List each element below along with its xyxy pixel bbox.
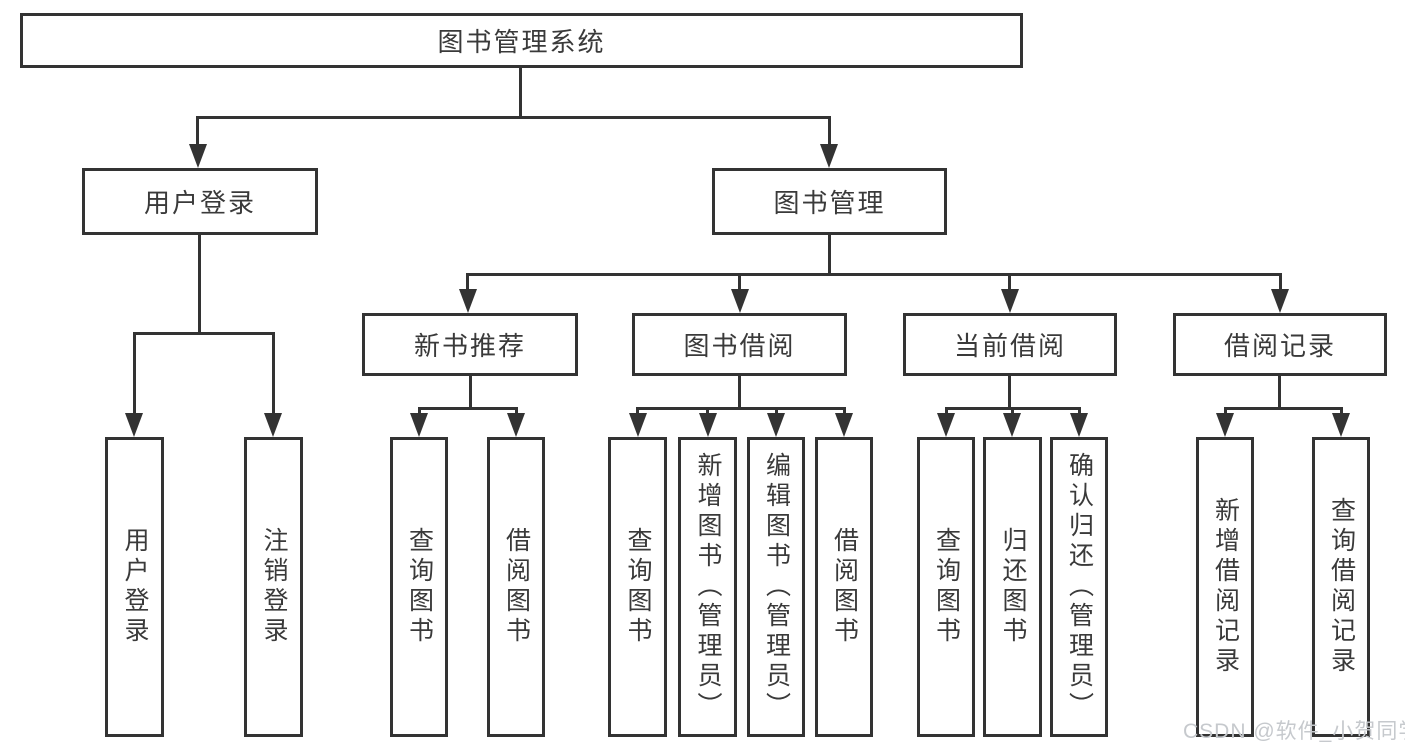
node-br-add-record: 新增借阅记录 (1196, 437, 1254, 737)
node-bb-add-books-admin: 新增图书（管理员） (678, 437, 737, 737)
edge-root-stem (519, 68, 522, 119)
node-label: 新增借阅记录 (1211, 497, 1240, 677)
edge-borrow-records-rail (1224, 407, 1343, 410)
node-label: 查询图书 (932, 527, 961, 647)
arrow-to-user-login-leaf (125, 413, 143, 437)
node-label: 新增图书（管理员） (694, 452, 722, 722)
node-label: 归还图书 (999, 527, 1027, 647)
arrow-br-leaf2 (1332, 413, 1350, 437)
node-nbr-query-books: 查询图书 (390, 437, 448, 737)
node-root: 图书管理系统 (20, 13, 1023, 68)
node-user-login-leaf: 用户登录 (105, 437, 164, 737)
edge-borrow-records-stem (1278, 376, 1281, 410)
arrow-to-logout-leaf (264, 413, 282, 437)
node-label: 借阅图书 (502, 527, 531, 647)
arrow-cb-leaf3 (1070, 413, 1088, 437)
edge-root-rail (196, 116, 830, 119)
edge-book-borrow-rail (636, 407, 846, 410)
node-bb-borrow-books: 借阅图书 (815, 437, 873, 737)
edge-new-book-rec-rail (418, 407, 518, 410)
node-br-query-record: 查询借阅记录 (1312, 437, 1370, 737)
arrow-to-borrow-records (1271, 289, 1289, 313)
edge-to-borrow-records (1279, 273, 1282, 296)
edge-current-borrow-stem (1008, 376, 1011, 410)
arrow-bb-leaf4 (835, 413, 853, 437)
arrow-to-current-borrow (1001, 289, 1019, 313)
arrow-nbr-leaf1 (410, 413, 428, 437)
arrow-to-book-mgmt (820, 144, 838, 168)
node-nbr-borrow-books: 借阅图书 (487, 437, 545, 737)
edge-to-logout-leaf (272, 332, 275, 417)
node-label: 查询图书 (624, 527, 652, 647)
edge-to-book-borrow (738, 273, 741, 296)
edge-book-mgmt-stem (828, 235, 831, 276)
node-bb-edit-books-admin: 编辑图书（管理员） (747, 437, 805, 737)
node-label: 查询借阅记录 (1327, 497, 1356, 677)
node-label: 查询图书 (405, 527, 434, 647)
node-borrowing-records: 借阅记录 (1173, 313, 1387, 376)
node-book-management: 图书管理 (712, 168, 947, 235)
edge-book-borrow-stem (738, 376, 741, 410)
node-cb-confirm-return-admin: 确认归还（管理员） (1050, 437, 1108, 737)
node-bb-query-books: 查询图书 (608, 437, 667, 737)
node-label: 用户登录 (121, 527, 149, 647)
node-current-borrowing: 当前借阅 (903, 313, 1117, 376)
edge-to-user-login-leaf (133, 332, 136, 417)
edge-to-new-book-rec (466, 273, 469, 296)
node-label: 借阅图书 (830, 527, 859, 647)
arrow-bb-leaf2 (699, 413, 717, 437)
node-cb-query-books: 查询图书 (917, 437, 975, 737)
node-label: 注销登录 (260, 527, 288, 647)
edge-new-book-rec-stem (469, 376, 472, 410)
edge-to-book-mgmt (828, 116, 831, 150)
arrow-cb-leaf1 (937, 413, 955, 437)
csdn-watermark: CSDN @软件_小贺同学 (1183, 720, 1405, 743)
edge-to-current-borrow (1008, 273, 1011, 296)
arrow-cb-leaf2 (1003, 413, 1021, 437)
arrow-to-user-login (189, 144, 207, 168)
node-new-book-recommend: 新书推荐 (362, 313, 578, 376)
node-label: 确认归还（管理员） (1065, 452, 1094, 722)
node-logout-leaf: 注销登录 (244, 437, 303, 737)
arrow-to-book-borrow (731, 289, 749, 313)
arrow-to-new-book-rec (459, 289, 477, 313)
arrow-br-leaf1 (1216, 413, 1234, 437)
edge-to-user-login (196, 116, 199, 150)
arrow-bb-leaf3 (767, 413, 785, 437)
node-cb-return-books: 归还图书 (983, 437, 1042, 737)
edge-user-login-rail (133, 332, 275, 335)
node-label: 编辑图书（管理员） (762, 452, 791, 722)
node-book-borrowing: 图书借阅 (632, 313, 847, 376)
edge-book-mgmt-rail (466, 273, 1282, 276)
edge-user-login-stem (198, 235, 201, 335)
arrow-bb-leaf1 (629, 413, 647, 437)
node-user-login: 用户登录 (82, 168, 318, 235)
arrow-nbr-leaf2 (507, 413, 525, 437)
